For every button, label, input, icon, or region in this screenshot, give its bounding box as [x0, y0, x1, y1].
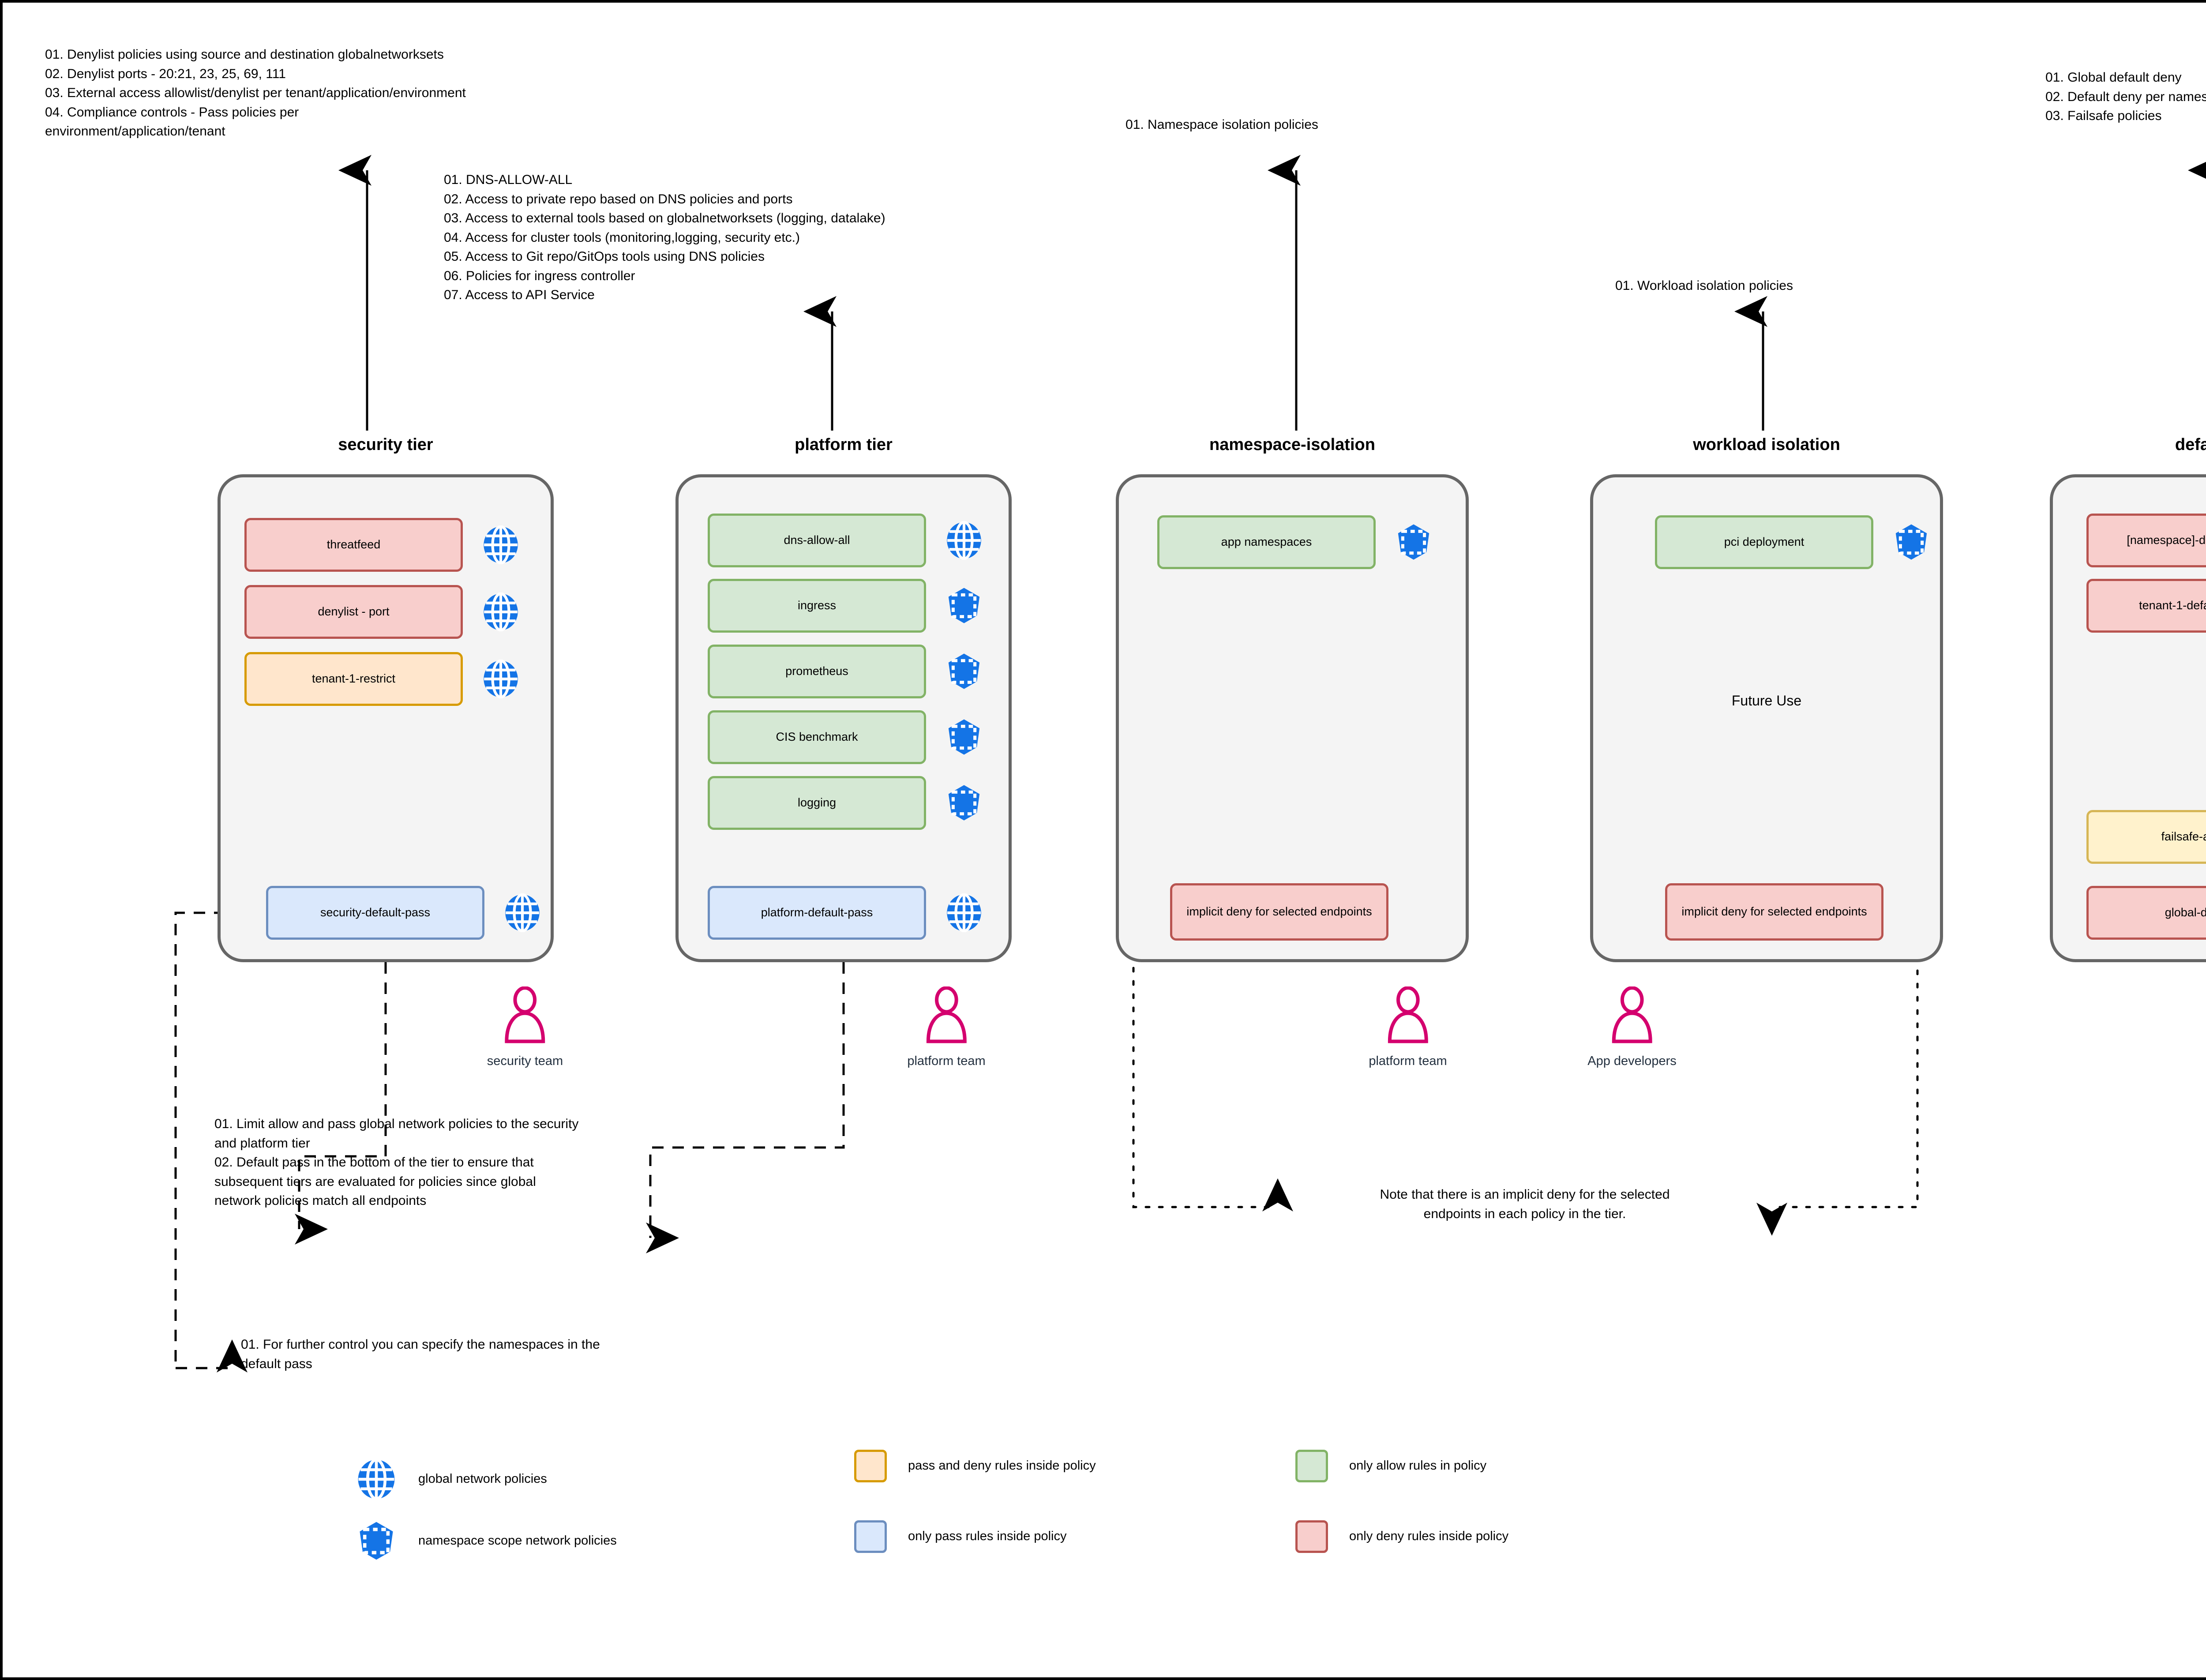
legend-label: only pass rules inside policy: [908, 1529, 1067, 1543]
legend-label: namespace scope network policies: [418, 1534, 617, 1548]
namespace-scope-icon-wrap: [945, 784, 983, 825]
globe-icon: [358, 1458, 395, 1500]
namespace-scope-icon-wrap: [1394, 523, 1433, 564]
actor-app-developers: App developers: [1587, 986, 1677, 1069]
namespace-scope-icon: [948, 719, 980, 755]
namespace-scope-icon: [948, 588, 980, 623]
actor-label: App developers: [1587, 1054, 1677, 1068]
policy-tenant-1-restrict[interactable]: tenant-1-restrict: [244, 652, 463, 706]
globe-icon: [505, 893, 540, 933]
legend-label: only allow rules in policy: [1349, 1459, 1487, 1473]
policy-tenant-1-default-deny[interactable]: tenant-1-default-deny: [2086, 579, 2206, 633]
globe-icon-wrap: [481, 525, 520, 566]
namespace-scope-icon: [948, 653, 980, 689]
namespace-isolation-annotation: 01. Namespace isolation policies: [1126, 117, 1318, 132]
tier-title-default-tier: default tier: [2175, 435, 2206, 454]
connector-platform-tier-to-notes: [646, 962, 845, 1253]
namespace-scope-icon: [360, 1522, 393, 1560]
further-control-note: 01. For further control you can specify …: [241, 1337, 600, 1371]
future-use-label: Future Use: [1731, 693, 1802, 709]
namespace-scope-icon: [1398, 524, 1429, 560]
globe-icon: [484, 592, 518, 632]
tier-up-arrows: [338, 155, 2206, 431]
legend-label: pass and deny rules inside policy: [908, 1459, 1096, 1473]
globe-icon-wrap: [945, 893, 983, 934]
globe-icon: [484, 659, 518, 699]
globe-icon: [947, 521, 981, 560]
workload-isolation-annotation: 01. Workload isolation policies: [1615, 278, 1793, 293]
actor-platform-team: platform team: [1369, 986, 1447, 1069]
actor-label: security team: [487, 1054, 563, 1068]
policy-app-namespaces[interactable]: app namespaces: [1157, 515, 1376, 569]
person-icon: [1388, 986, 1428, 1043]
legend-swatch-deny: [1295, 1520, 1328, 1553]
default-tier-annotation: 01. Global default deny 02. Default deny…: [2045, 70, 2206, 123]
legend-swatch-allow: [1295, 1450, 1328, 1482]
connector-namespace-implicit-deny-to-note: [1132, 911, 1293, 1211]
policy-threatfeed[interactable]: threatfeed: [244, 518, 463, 572]
person-icon: [505, 986, 545, 1043]
globe-icon-wrap: [481, 592, 520, 634]
tier-title-security-tier: security tier: [338, 435, 433, 454]
security-tier-annotation: 01. Denylist policies using source and d…: [45, 47, 466, 139]
globe-icon: [947, 893, 981, 933]
actor-security-team: security team: [487, 986, 563, 1069]
namespace-scope-icon-wrap: [945, 652, 983, 693]
legend-globe-icon: [356, 1458, 397, 1502]
tier-title-workload-isolation: workload isolation: [1693, 435, 1840, 454]
actor-label: platform team: [1369, 1054, 1447, 1068]
globe-icon: [484, 525, 518, 565]
namespace-scope-icon-wrap: [1892, 523, 1931, 564]
policy-implicit-deny-for-selected-endpoints[interactable]: implicit deny for selected endpoints: [1665, 883, 1883, 941]
legend-label: only deny rules inside policy: [1349, 1529, 1509, 1543]
policy-platform-default-pass[interactable]: platform-default-pass: [708, 886, 926, 940]
platform-tier-annotation: 01. DNS-ALLOW-ALL 02. Access to private …: [444, 172, 885, 302]
globe-icon-wrap: [503, 893, 542, 934]
namespace-scope-icon-wrap: [945, 586, 983, 627]
policy-logging[interactable]: logging: [708, 776, 926, 830]
policy-prometheus[interactable]: prometheus: [708, 645, 926, 698]
policy-security-default-pass[interactable]: security-default-pass: [266, 886, 484, 940]
policy-cis-benchmark[interactable]: CIS benchmark: [708, 710, 926, 764]
person-icon: [926, 986, 967, 1043]
legend-swatch-pass: [854, 1520, 887, 1553]
globe-icon-wrap: [481, 659, 520, 701]
bottom-left-notes: 01. Limit allow and pass global network …: [214, 1117, 579, 1208]
policy-global-deny[interactable]: global-deny: [2086, 886, 2206, 940]
namespace-scope-icon: [948, 785, 980, 821]
policy-denylist-port[interactable]: denylist - port: [244, 585, 463, 639]
actor-platform-team: platform team: [907, 986, 986, 1069]
policy-ingress[interactable]: ingress: [708, 579, 926, 633]
policy-dns-allow-all[interactable]: dns-allow-all: [708, 514, 926, 567]
tier-title-namespace-isolation: namespace-isolation: [1209, 435, 1375, 454]
policy-implicit-deny-for-selected-endpoints[interactable]: implicit deny for selected endpoints: [1170, 883, 1388, 941]
policy-pci-deployment[interactable]: pci deployment: [1655, 515, 1873, 569]
policy-namespace-default-deny[interactable]: [namespace]-default-deny: [2086, 514, 2206, 567]
implicit-deny-note: Note that there is an implicit deny for …: [1380, 1187, 1670, 1221]
namespace-scope-icon-wrap: [945, 718, 983, 759]
legend-label: global network policies: [418, 1472, 547, 1486]
person-icon: [1612, 986, 1652, 1043]
legend-swatch-passdeny: [854, 1450, 887, 1482]
tier-title-platform-tier: platform tier: [795, 435, 893, 454]
legend-namespace-scope-icon: [356, 1520, 397, 1564]
globe-icon-wrap: [945, 521, 983, 562]
namespace-scope-icon: [1895, 524, 1927, 560]
actor-label: platform team: [907, 1054, 986, 1068]
policy-failsafe-allow[interactable]: failsafe-allow: [2086, 810, 2206, 864]
